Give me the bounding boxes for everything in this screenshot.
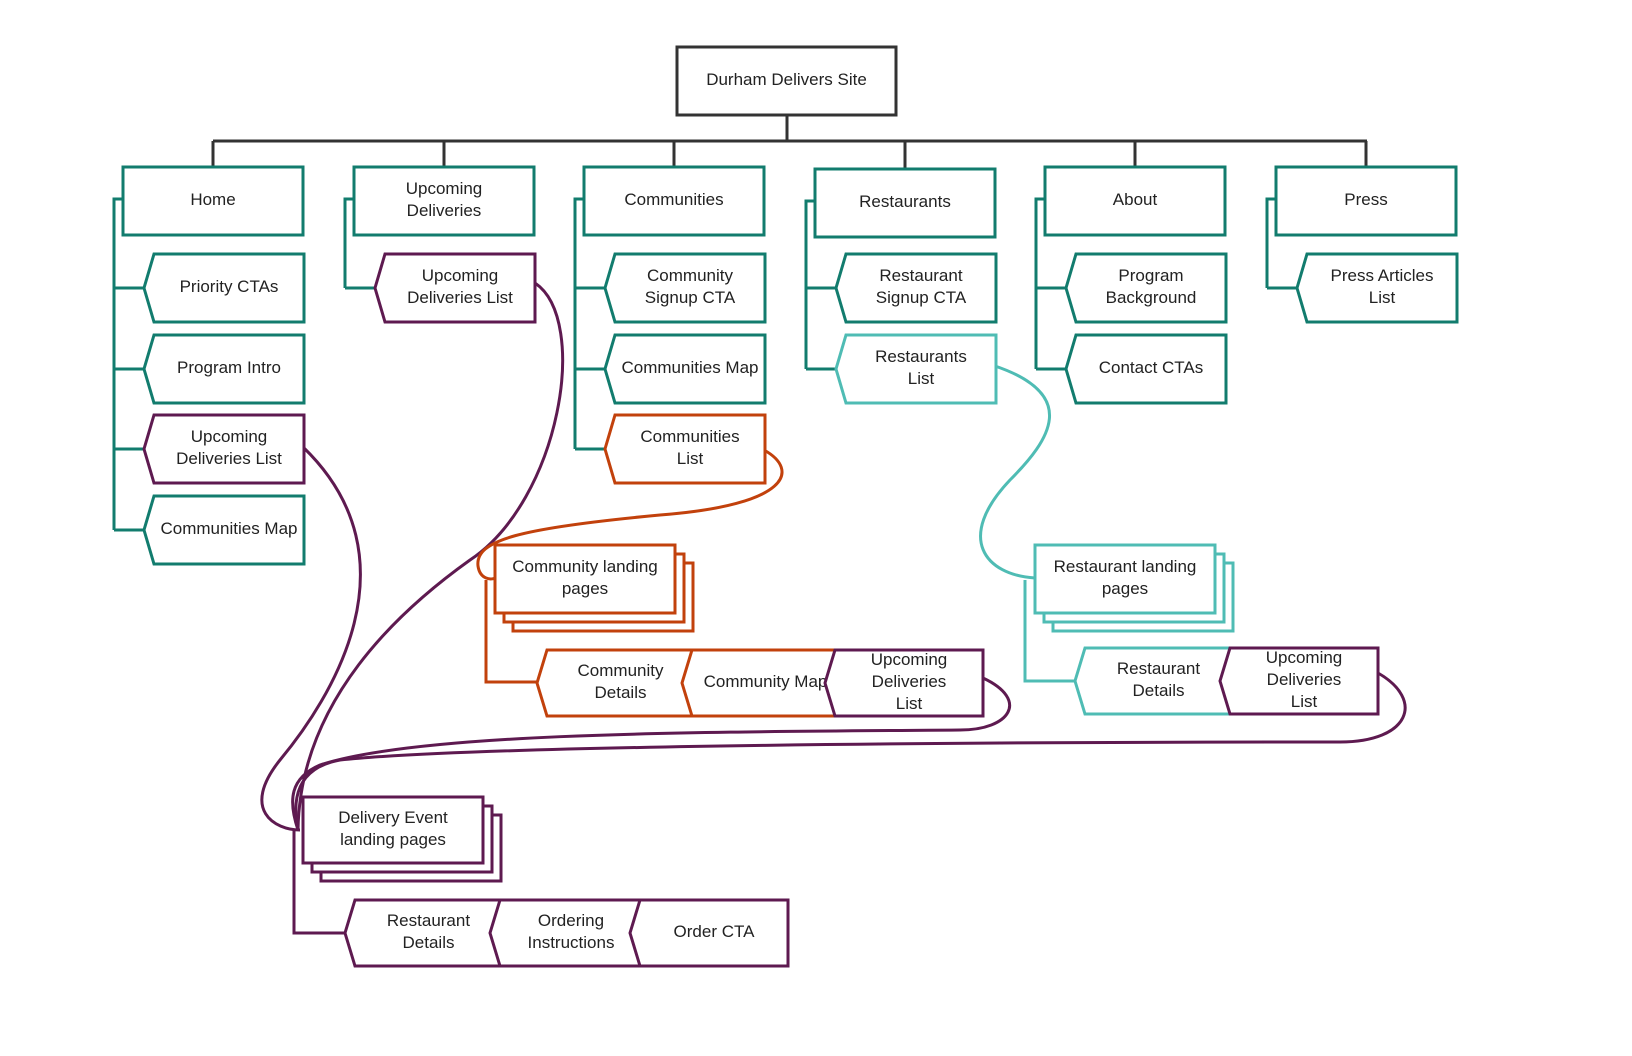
section-restaurants-box bbox=[813, 167, 997, 239]
item-communities-1-label: Communities Map bbox=[622, 358, 759, 377]
community-landing-pages-box bbox=[493, 543, 677, 615]
item-about-0-box bbox=[1064, 252, 1228, 324]
spine-restaurant-landing bbox=[1023, 580, 1075, 683]
spine-communities bbox=[573, 197, 584, 449]
community-map-label: Community Map bbox=[704, 672, 828, 691]
spine-community-landing bbox=[484, 580, 537, 684]
spine-home bbox=[112, 197, 123, 530]
section-press-box bbox=[1274, 165, 1458, 237]
community-details-box bbox=[535, 648, 696, 718]
item-home-3-box bbox=[142, 494, 306, 566]
section-about-box bbox=[1043, 165, 1227, 237]
section-communities-box bbox=[582, 165, 766, 237]
item-communities-0-box bbox=[603, 252, 767, 324]
event-order-cta-label: Order CTA bbox=[674, 922, 756, 941]
spine-upcoming bbox=[343, 197, 354, 288]
spine-restaurants bbox=[804, 199, 815, 369]
item-restaurants-1-box bbox=[834, 333, 998, 405]
item-home-0-box bbox=[142, 252, 306, 324]
link-upcoming-list-to-event bbox=[296, 281, 564, 831]
section-upcoming-box bbox=[352, 165, 536, 237]
section-home-label: Home bbox=[190, 190, 235, 209]
item-home-0-label: Priority CTAs bbox=[180, 277, 279, 296]
item-upcoming-0-box bbox=[373, 252, 537, 324]
link-restaurant-deliveries-to-event bbox=[294, 671, 1407, 831]
restaurant-upcoming-deliveries-list-box bbox=[1218, 646, 1380, 716]
item-restaurants-0-box bbox=[834, 252, 998, 324]
event-restaurant-details-box bbox=[343, 898, 504, 968]
item-home-1-box bbox=[142, 333, 306, 405]
item-home-1-label: Program Intro bbox=[177, 358, 281, 377]
item-home-3-label: Communities Map bbox=[161, 519, 298, 538]
item-about-1-box bbox=[1064, 333, 1228, 405]
link-home-deliveries-to-event bbox=[260, 445, 362, 832]
root-durham-delivers-site-label: Durham Delivers Site bbox=[706, 70, 867, 89]
item-communities-2-box bbox=[603, 413, 767, 485]
section-press-label: Press bbox=[1344, 190, 1387, 209]
section-about-label: About bbox=[1113, 190, 1158, 209]
section-restaurants-label: Restaurants bbox=[859, 192, 951, 211]
link-community-deliveries-to-event bbox=[291, 676, 1012, 831]
item-communities-1-box bbox=[603, 333, 767, 405]
restaurant-landing-pages-box bbox=[1033, 543, 1217, 615]
link-communities-list-to-landing bbox=[476, 448, 784, 581]
restaurant-details-box bbox=[1073, 646, 1234, 716]
link-restaurants-list-to-landing bbox=[979, 364, 1052, 580]
community-map-box bbox=[680, 648, 841, 718]
section-home-box bbox=[121, 165, 305, 237]
delivery-event-landing-pages-box bbox=[301, 795, 485, 865]
item-about-1-label: Contact CTAs bbox=[1099, 358, 1204, 377]
community-upcoming-deliveries-list-box bbox=[823, 648, 985, 718]
spine-about bbox=[1034, 197, 1045, 369]
item-press-0-box bbox=[1295, 252, 1459, 324]
item-home-2-box bbox=[142, 413, 306, 485]
spine-event-landing bbox=[292, 830, 345, 935]
event-ordering-instructions-box bbox=[488, 898, 644, 968]
section-communities-label: Communities bbox=[624, 190, 723, 209]
spine-press bbox=[1265, 197, 1276, 288]
event-order-cta-box bbox=[628, 898, 790, 968]
